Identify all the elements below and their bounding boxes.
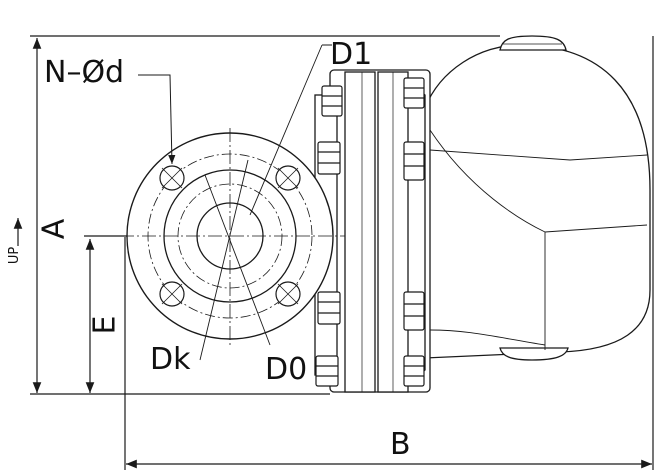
dimension-lines (13, 35, 654, 470)
label-up: UP (7, 246, 23, 265)
leader-dk (199, 159, 249, 361)
leader-d0 (204, 174, 271, 346)
label-b: B (390, 427, 411, 462)
bolt-holes (159, 165, 301, 307)
leader-lines (138, 44, 332, 361)
leader-n-od (138, 74, 176, 165)
bolt-bottom (315, 355, 425, 387)
label-n-od: N–Ød (44, 55, 125, 90)
flange-face (120, 44, 345, 361)
label-e: E (87, 315, 123, 335)
leader-d1 (249, 44, 323, 216)
centre-lines (120, 128, 345, 348)
bolt-lower-mid (317, 291, 425, 331)
label-a: A (36, 218, 72, 240)
label-d1: D1 (330, 37, 373, 72)
label-dk: Dk (150, 342, 191, 377)
bolt-upper-mid (317, 141, 425, 181)
float-chamber (424, 35, 651, 361)
bolt-top-left (321, 77, 425, 117)
label-d0: D0 (265, 352, 308, 387)
flange-bolts (315, 77, 425, 387)
